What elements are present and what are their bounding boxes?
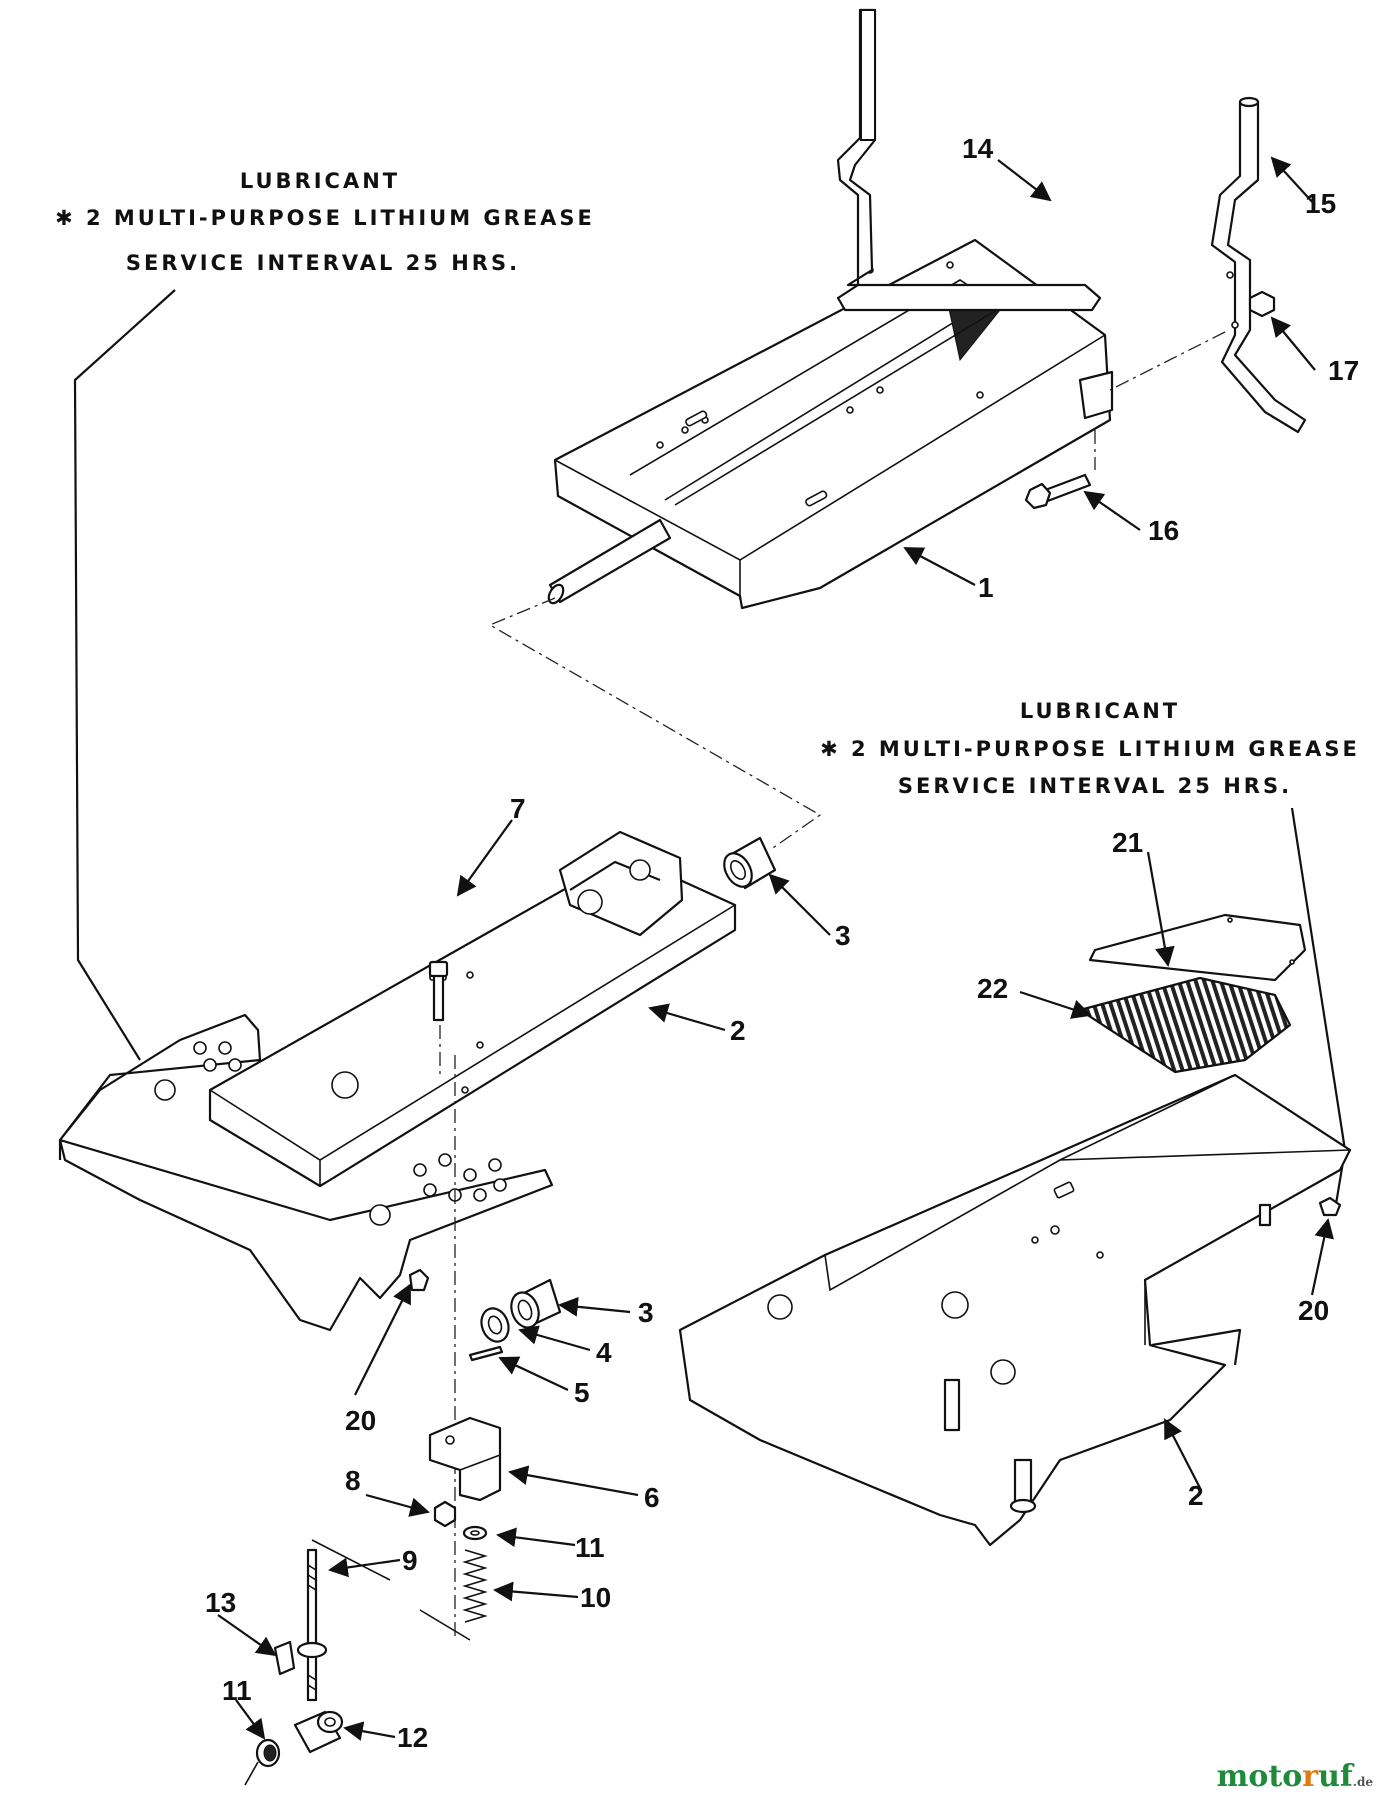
callout-10: 10 [580, 1582, 611, 1613]
callout-2-right: 2 [1188, 1480, 1204, 1511]
part-8-nut [433, 1500, 457, 1528]
part-11-washer-top [462, 1525, 488, 1541]
assembly-line [1109, 331, 1226, 391]
lubricant-grease-type: ✱ 2 MULTI-PURPOSE LITHIUM GREASE [55, 206, 595, 230]
callout-3-bottom: 3 [638, 1297, 654, 1328]
watermark-part-1: moto [1216, 1759, 1303, 1794]
watermark-part-4: .de [1352, 1775, 1373, 1789]
callout-11-bottom: 11 [222, 1675, 252, 1706]
part-12-clevis [293, 1710, 344, 1754]
part-7-bolt [428, 960, 449, 1022]
part-11-washer-bottom [255, 1738, 281, 1768]
part-17-nut [1248, 290, 1276, 318]
callout-12: 12 [397, 1722, 428, 1753]
callout-15: 15 [1305, 188, 1336, 219]
lubricant-title: LUBRICANT [1020, 699, 1180, 723]
callout-11-top: 11 [575, 1532, 605, 1563]
part-20-grease-fitting-left [408, 1268, 430, 1292]
part-13-pin [273, 1640, 296, 1676]
callout-16: 16 [1148, 515, 1179, 546]
callout-8: 8 [345, 1465, 361, 1496]
part-10-spring [462, 1549, 488, 1623]
part-15-lever [1210, 96, 1307, 434]
callout-20-left: 20 [345, 1405, 376, 1436]
assembly-line [488, 597, 822, 851]
callout-17: 17 [1328, 355, 1359, 386]
callout-3-top: 3 [835, 920, 851, 951]
part-9-rod [296, 1548, 328, 1702]
part-21-seat-pad [1088, 913, 1307, 982]
part-2-seat-support-left [58, 830, 737, 1332]
callout-6: 6 [644, 1482, 660, 1513]
part-2-seat-support-right [678, 1073, 1352, 1547]
lubricant-title: LUBRICANT [240, 169, 400, 193]
leader-arrows [217, 156, 1334, 1741]
callout-5: 5 [574, 1377, 590, 1408]
watermark-part-3: uf [1318, 1759, 1353, 1794]
part-6-bracket [428, 1416, 502, 1502]
watermark-logo: motoruf.de [1217, 1759, 1373, 1794]
callout-1: 1 [978, 572, 994, 603]
callout-13: 13 [205, 1587, 236, 1618]
callout-21: 21 [1112, 827, 1143, 858]
watermark-part-2: r [1302, 1759, 1319, 1794]
lubricant-note-right: LUBRICANT ✱ 2 MULTI-PURPOSE LITHIUM GREA… [820, 699, 1360, 1211]
part-20-grease-fitting-right [1318, 1196, 1342, 1217]
part-3-bushing-bottom [510, 1278, 562, 1329]
callout-4: 4 [596, 1337, 612, 1368]
lubricant-leader-line-left [73, 289, 176, 1061]
callout-numbers: 1 2 2 3 3 4 5 6 7 8 9 10 11 11 12 13 14 … [205, 133, 1359, 1753]
assembly-bracket-line [311, 1539, 471, 1641]
part-4-washer [480, 1307, 510, 1343]
callout-14: 14 [962, 133, 994, 164]
part-14-lever-outline [860, 9, 876, 141]
lubricant-service-interval: SERVICE INTERVAL 25 HRS. [898, 774, 1292, 798]
part-5-cotter-pin [468, 1345, 504, 1362]
lubricant-service-interval: SERVICE INTERVAL 25 HRS. [126, 251, 520, 275]
lubricant-grease-type: ✱ 2 MULTI-PURPOSE LITHIUM GREASE [820, 737, 1360, 761]
part-3-bushing-top [723, 836, 777, 890]
rod-end [244, 1761, 259, 1786]
part-22-ribbed-mat [1078, 976, 1292, 1074]
lubricant-note-left: LUBRICANT ✱ 2 MULTI-PURPOSE LITHIUM GREA… [55, 169, 595, 1061]
callout-9: 9 [402, 1545, 418, 1576]
callout-22: 22 [977, 973, 1008, 1004]
callout-7: 7 [510, 793, 526, 824]
part-16-bolt [1024, 473, 1092, 510]
callout-2-left: 2 [730, 1015, 746, 1046]
callout-20-right: 20 [1298, 1295, 1329, 1326]
